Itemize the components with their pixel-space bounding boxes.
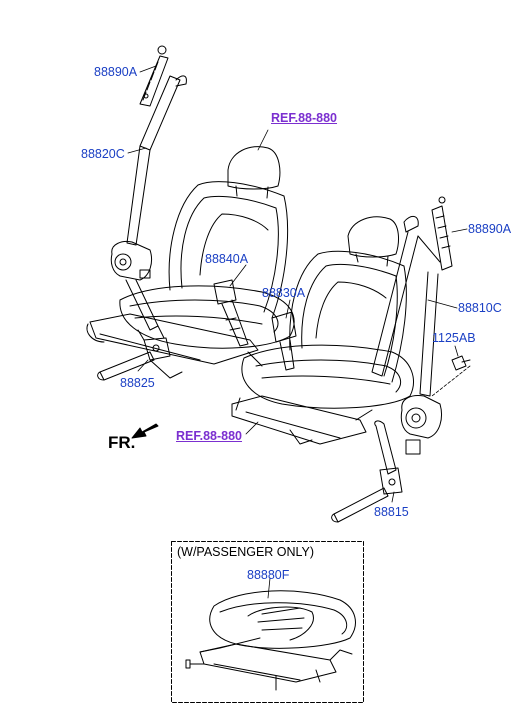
driver-seat-drawing [86, 146, 295, 379]
part-label-88840a: 88840A [205, 252, 249, 266]
passenger-seat-drawing [231, 216, 414, 445]
part-label-88815: 88815 [374, 505, 409, 519]
part-label-88830a: 88830A [262, 286, 306, 300]
part-label-88810c: 88810C [458, 301, 502, 315]
left-belt-assembly-drawing [97, 45, 249, 381]
ref-label-top[interactable]: REF.88-880 [271, 111, 338, 125]
part-label-1125ab: 1125AB [432, 331, 476, 345]
front-direction-label: FR. [108, 433, 136, 452]
inset-seat-cushion-drawing [185, 590, 356, 691]
part-label-88825: 88825 [120, 376, 155, 390]
leader-lines [127, 65, 471, 599]
part-label-88890a-left: 88890A [94, 65, 138, 79]
inset-border [171, 541, 364, 703]
arrow-left-down-icon [131, 423, 159, 439]
part-label-88820c: 88820C [81, 147, 125, 161]
ref-label-bottom[interactable]: REF.88-880 [176, 429, 243, 443]
right-belt-assembly-drawing [271, 196, 471, 523]
part-label-88880f: 88880F [247, 568, 290, 582]
inset-title: (W/PASSENGER ONLY) [177, 545, 315, 559]
part-label-88890a-right: 88890A [468, 222, 512, 236]
